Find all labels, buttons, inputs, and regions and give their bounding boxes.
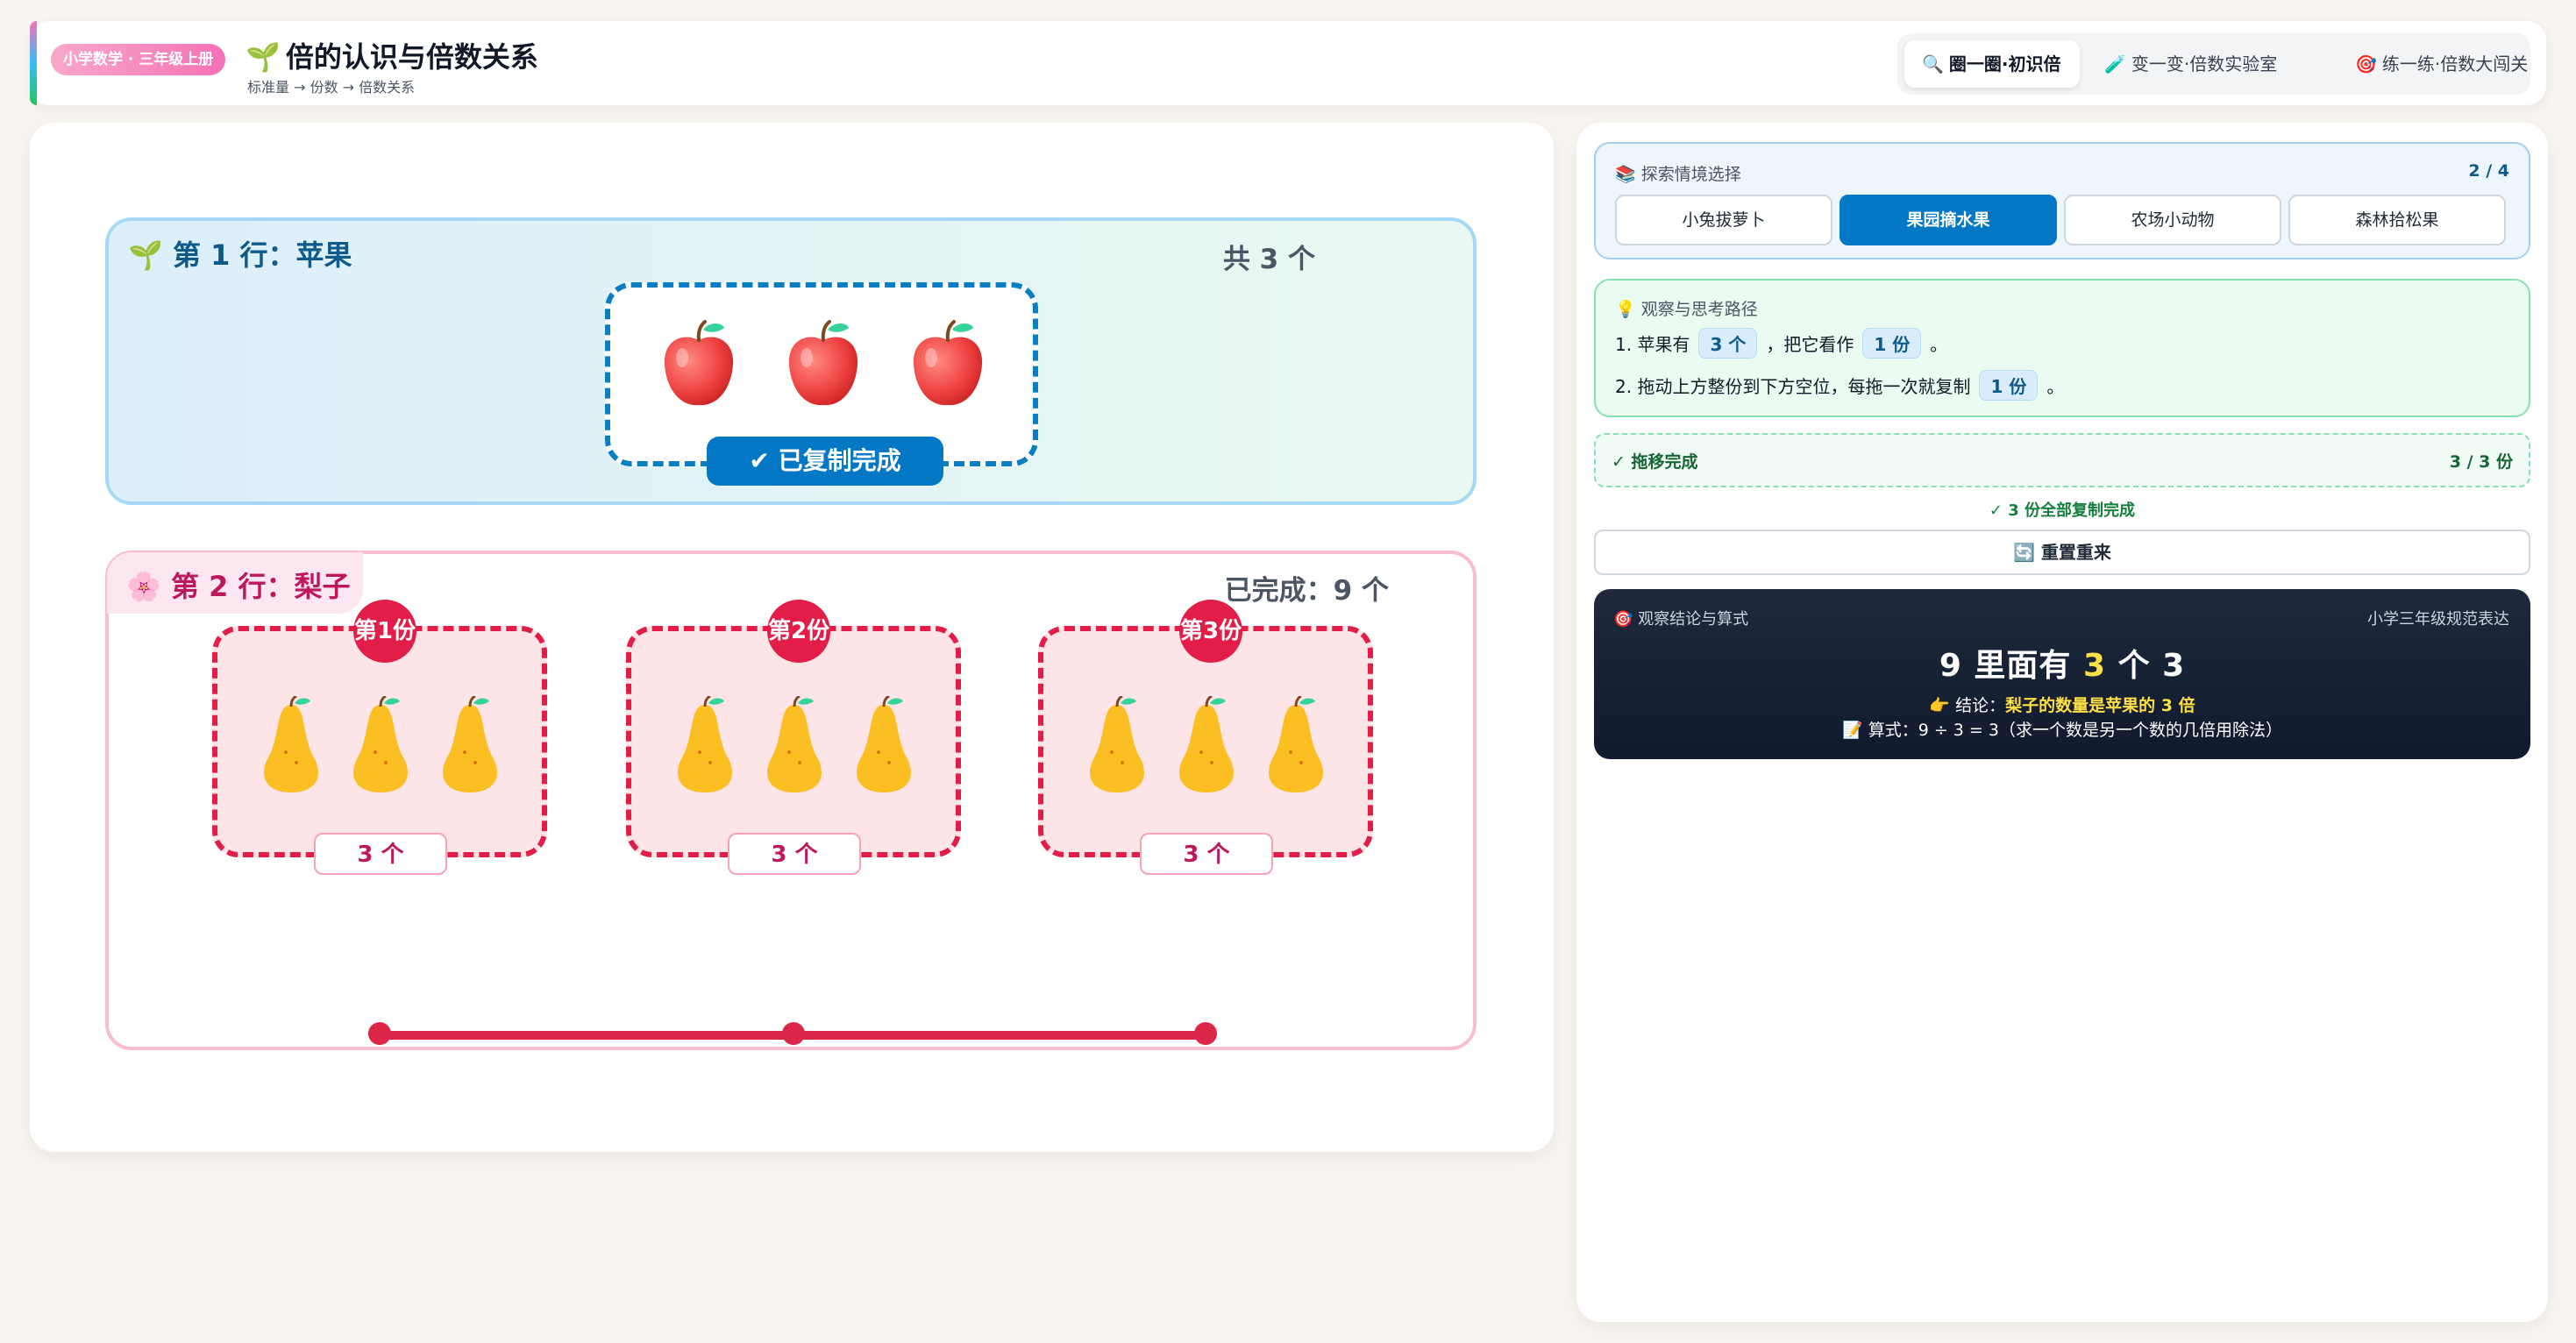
pear-icon — [857, 696, 911, 792]
value-chip: 1 份 — [1862, 328, 1922, 359]
mode-tabs: 🔍圈一圈·初识倍 🧪变一变·倍数实验室 🎯练一练·倍数大闯关 — [1897, 33, 2530, 95]
equation-text: 个 3 — [2117, 648, 2186, 684]
equation-text: 9 里面有 — [1939, 648, 2072, 684]
app-header: 小学数学 · 三年级上册 🌱倍的认识与倍数关系 标准量 → 份数 → 倍数关系 … — [30, 21, 2546, 105]
part-count: 3 个 — [728, 833, 861, 875]
apple-row-title-text: 第 1 行：苹果 — [172, 238, 352, 272]
apple-icon — [788, 320, 858, 406]
scene-option-forest[interactable]: 森林拾松果 — [2288, 195, 2506, 245]
pear-group-2[interactable]: 第2份 3 个 — [626, 600, 961, 875]
pear-icon — [1179, 696, 1234, 792]
drag-progress-box: ✓ 拖移完成 3 / 3 份 — [1594, 433, 2530, 487]
tab-multiple-lab[interactable]: 🧪变一变·倍数实验室 — [2104, 40, 2315, 88]
pear-icon — [1269, 696, 1323, 792]
apple-icon — [913, 320, 983, 406]
thinking-step-1: 1. 苹果有 3 个 ，把它看作 1 份 。 — [1615, 328, 1947, 359]
pear-row-card: 🌸 第 2 行：梨子 已完成：9 个 第1份 3 个 第2份 3 个 — [105, 551, 1477, 1050]
scene-counter: 2 / 4 — [2468, 161, 2509, 181]
tab-label: 圈一圈·初识倍 — [1948, 53, 2061, 75]
track-dot — [1194, 1022, 1217, 1045]
page-title: 🌱倍的认识与倍数关系 — [246, 35, 538, 75]
scene-option-rabbit[interactable]: 小兔拔萝卜 — [1615, 195, 1832, 245]
division-formula: 📝 算式：9 ÷ 3 = 3（求一个数是另一个数的几倍用除法） — [1842, 721, 2282, 740]
step-text: 。 — [1930, 334, 1948, 355]
tab-label: 练一练·倍数大闯关 — [2381, 53, 2529, 75]
track-dot — [782, 1022, 805, 1045]
sprout-icon: 🌱 — [128, 238, 163, 272]
standard-expression-label: 小学三年级规范表达 — [2367, 610, 2509, 629]
tab-circle-intro[interactable]: 🔍圈一圈·初识倍 — [1904, 40, 2080, 88]
conclusion-highlight: 梨子的数量是苹果的 3 倍 — [2005, 696, 2195, 715]
part-badge: 第3份 — [1179, 600, 1242, 663]
value-chip: 3 个 — [1698, 328, 1758, 359]
part-badge: 第2份 — [767, 600, 830, 663]
apple-standard-group[interactable]: ✔ 已复制完成 — [605, 282, 1038, 486]
step-text: ，把它看作 — [1766, 334, 1854, 355]
value-chip: 1 份 — [1979, 370, 2039, 401]
pear-fruit-row — [672, 696, 917, 794]
conclusion-label: 🎯 观察结论与算式 — [1613, 610, 1749, 629]
sidebar-panel: 📚 探索情境选择 2 / 4 小兔拔萝卜 果园摘水果 农场小动物 森林拾松果 💡… — [1576, 123, 2548, 1322]
step-text: 。 — [2046, 376, 2065, 397]
pear-group-1[interactable]: 第1份 3 个 — [212, 600, 547, 875]
blossom-icon: 🌸 — [126, 570, 161, 603]
thinking-step-2: 2. 拖动上方整份到下方空位，每拖一次就复制 1 份 。 — [1615, 370, 2064, 401]
apple-fruit-row — [659, 319, 987, 412]
pear-icon — [678, 696, 732, 792]
conclusion-statement: 👉 结论：梨子的数量是苹果的 3 倍 — [1594, 693, 2530, 716]
drag-progress-label: ✓ 拖移完成 — [1612, 452, 1698, 472]
scene-selector: 📚 探索情境选择 2 / 4 小兔拔萝卜 果园摘水果 农场小动物 森林拾松果 — [1594, 142, 2530, 259]
pear-icon — [353, 696, 408, 792]
test-tube-icon: 🧪 — [2104, 53, 2126, 75]
equation-highlight: 3 — [2082, 648, 2107, 684]
apple-icon — [664, 320, 734, 406]
thinking-path-label: 💡 观察与思考路径 — [1615, 300, 1758, 319]
part-count: 3 个 — [314, 833, 447, 875]
scene-selector-label: 📚 探索情境选择 — [1615, 165, 1741, 184]
workspace-panel: 🌱 第 1 行：苹果 共 3 个 — [30, 123, 1554, 1152]
copy-done-badge: ✔ 已复制完成 — [707, 437, 943, 486]
pear-group-3[interactable]: 第3份 3 个 — [1038, 600, 1373, 875]
scene-option-farm[interactable]: 农场小动物 — [2064, 195, 2281, 245]
reset-button[interactable]: 🔄 重置重来 — [1594, 529, 2530, 575]
conclusion-equation: 9 里面有 3 个 3 — [1594, 640, 2530, 686]
grade-badge: 小学数学 · 三年级上册 — [51, 44, 226, 75]
thinking-path-box: 💡 观察与思考路径 1. 苹果有 3 个 ，把它看作 1 份 。 2. 拖动上方… — [1594, 279, 2530, 417]
apple-row-card: 🌱 第 1 行：苹果 共 3 个 — [105, 217, 1477, 505]
pear-fruit-row — [1084, 696, 1329, 794]
all-copied-status: ✓ 3 份全部复制完成 — [1989, 501, 2136, 520]
tab-practice-challenge[interactable]: 🎯练一练·倍数大闯关 — [2355, 40, 2530, 88]
pear-icon — [1090, 696, 1144, 792]
pear-done-count: 已完成：9 个 — [1224, 575, 1389, 607]
drag-progress-count: 3 / 3 份 — [2449, 452, 2513, 472]
part-count: 3 个 — [1140, 833, 1273, 875]
tab-label: 变一变·倍数实验室 — [2131, 53, 2278, 75]
pear-icon — [264, 696, 318, 792]
pear-row-title-text: 第 2 行：梨子 — [170, 570, 351, 603]
track-dot — [368, 1022, 391, 1045]
step-text: 2. 拖动上方整份到下方空位，每拖一次就复制 — [1615, 376, 1971, 397]
apple-row-title: 🌱 第 1 行：苹果 — [128, 233, 352, 274]
header-accent-bar — [30, 21, 37, 105]
pear-icon — [767, 696, 822, 792]
step-text: 1. 苹果有 — [1615, 334, 1690, 355]
page-title-text: 倍的认识与倍数关系 — [285, 40, 538, 74]
target-icon: 🎯 — [2355, 53, 2377, 75]
conclusion-panel: 🎯 观察结论与算式 小学三年级规范表达 9 里面有 3 个 3 👉 结论：梨子的… — [1594, 589, 2530, 759]
pear-fruit-row — [258, 696, 503, 794]
part-badge: 第1份 — [353, 600, 416, 663]
pear-row-title: 🌸 第 2 行：梨子 — [107, 552, 363, 614]
sprout-icon: 🌱 — [246, 40, 281, 74]
magnifier-icon: 🔍 — [1922, 53, 1944, 75]
page-subtitle: 标准量 → 份数 → 倍数关系 — [247, 79, 416, 96]
conclusion-prefix: 👉 结论： — [1929, 696, 2006, 715]
pear-icon — [443, 696, 497, 792]
apple-total-count: 共 3 个 — [1222, 244, 1315, 275]
scene-option-orchard[interactable]: 果园摘水果 — [1839, 195, 2057, 245]
